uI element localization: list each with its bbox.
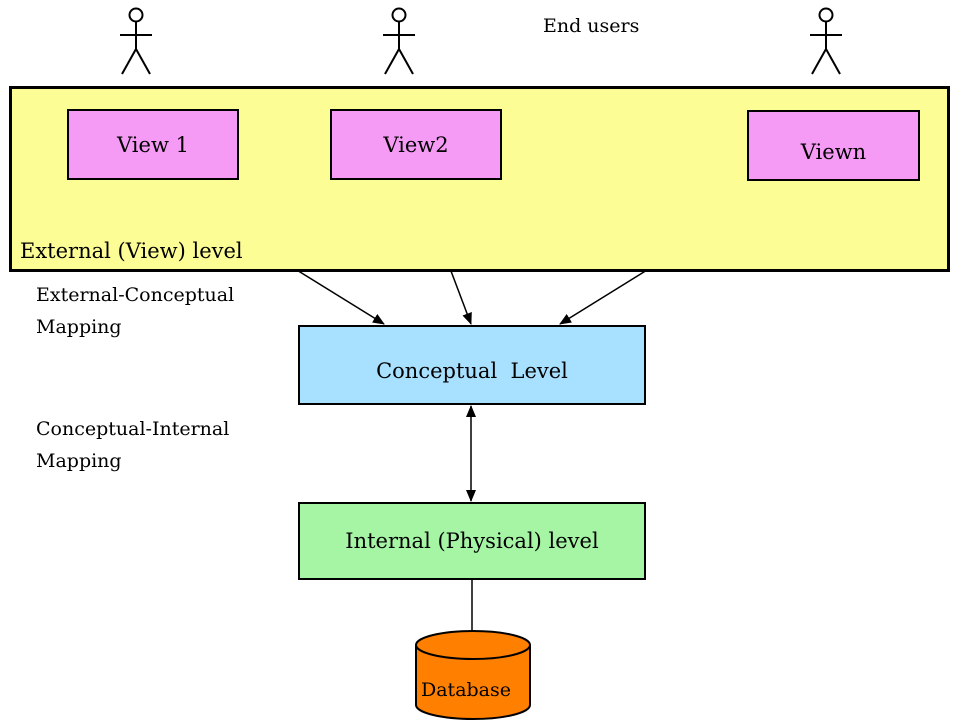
actor-2-stick-figure-icon xyxy=(383,7,415,75)
view-n-label: Viewn xyxy=(800,139,867,164)
actor-1-stick-figure-icon xyxy=(120,7,152,75)
end-users-label: End users xyxy=(543,15,640,37)
internal-level-label: Internal (Physical) level xyxy=(345,529,599,553)
internal-level-box: Internal (Physical) level xyxy=(298,502,646,580)
mapping-line-1: Conceptual-Internal xyxy=(36,418,230,440)
view-n-box: Viewn xyxy=(747,110,920,181)
external-level-label: External (View) level xyxy=(20,239,243,263)
database-cylinder-icon xyxy=(415,630,531,720)
mapping-line-1: External-Conceptual xyxy=(36,284,235,306)
conceptual-internal-mapping-label: Conceptual-Internal Mapping xyxy=(36,413,229,477)
view-1-box: View 1 xyxy=(67,109,239,180)
mapping-line-2: Mapping xyxy=(36,316,122,338)
mapping-line-2: Mapping xyxy=(36,450,122,472)
view-2-box: View2 xyxy=(330,109,502,180)
conceptual-level-label: Conceptual Level xyxy=(376,359,568,383)
view-2-label: View2 xyxy=(383,132,449,157)
actor-3-stick-figure-icon xyxy=(810,7,842,75)
database-label: Database xyxy=(421,679,512,701)
conceptual-level-box: Conceptual Level xyxy=(298,325,646,405)
view-1-label: View 1 xyxy=(117,132,189,157)
external-conceptual-mapping-label: External-Conceptual Mapping xyxy=(36,279,234,343)
